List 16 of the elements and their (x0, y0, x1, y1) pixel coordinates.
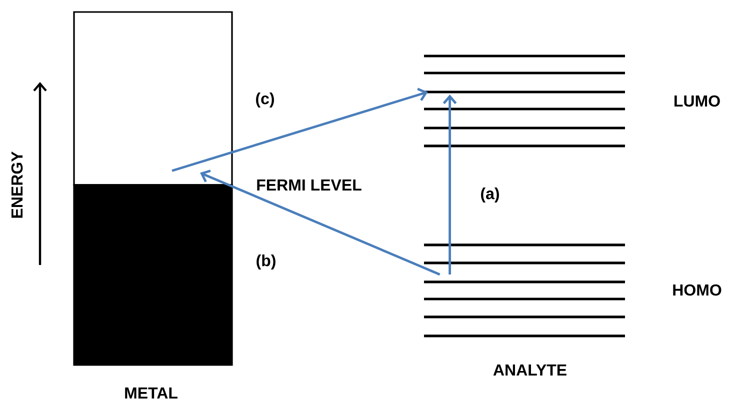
caption-text: METAL (125, 387, 178, 398)
band-box (73, 11, 233, 186)
energy-level-line (424, 90, 625, 94)
caption-text: LUMO (674, 95, 720, 107)
caption-text: HOMO (673, 284, 722, 296)
arrow (442, 94, 457, 274)
band-box (73, 184, 233, 366)
energy-level-line (424, 280, 625, 284)
arrow (200, 170, 440, 276)
label-text: FERMI LEVEL (257, 179, 362, 190)
label-text: (c) (256, 92, 274, 108)
label-text: ENERGY (11, 151, 23, 218)
label-text: (b) (256, 254, 276, 270)
arrow (172, 88, 428, 172)
label-text: (a) (481, 188, 499, 202)
label-text: ANALYTE (493, 364, 566, 376)
